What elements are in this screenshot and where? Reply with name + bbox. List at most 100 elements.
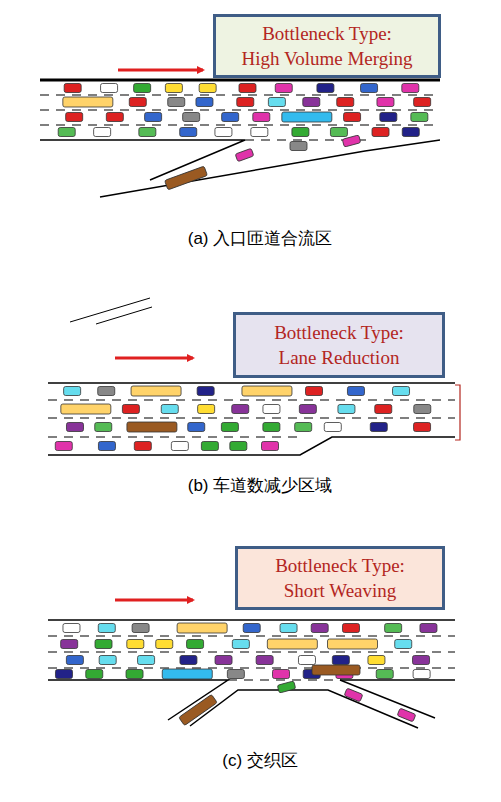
vehicle [298, 656, 315, 665]
vehicle [324, 423, 341, 432]
vehicle [199, 84, 216, 93]
vehicle [165, 166, 208, 190]
road-a [40, 80, 440, 197]
vehicle [58, 128, 75, 137]
vehicle [129, 98, 146, 107]
vehicle [180, 656, 197, 665]
vehicle [131, 386, 181, 396]
vehicle [138, 656, 155, 665]
vehicle [55, 442, 72, 451]
vehicle [145, 113, 162, 122]
vehicle [95, 423, 112, 432]
vehicle [253, 113, 270, 122]
caption: (c) 交织区 [222, 749, 298, 772]
vehicle [177, 623, 227, 633]
vehicle [380, 113, 397, 122]
flow-arrow [115, 357, 193, 360]
vehicle [215, 656, 232, 665]
vehicle [215, 128, 232, 137]
vehicle [127, 640, 144, 649]
vehicle [303, 98, 320, 107]
vehicle [251, 128, 268, 137]
vehicle [414, 423, 431, 432]
vehicle [268, 98, 285, 107]
vehicle [98, 442, 115, 451]
box-heading: Bottleneck Type: [224, 21, 430, 46]
vehicle [337, 98, 354, 107]
vehicle [330, 128, 347, 137]
vehicle [197, 387, 214, 396]
vehicle [282, 112, 332, 122]
vehicle [292, 128, 309, 137]
vehicle [338, 405, 355, 414]
vehicle [377, 98, 394, 107]
vehicles [55, 84, 437, 726]
bottleneck-type: High Volume Merging [224, 46, 430, 71]
caption: (a) 入口匝道合流区 [188, 227, 333, 250]
vehicle [342, 135, 360, 147]
vehicle [280, 624, 297, 633]
vehicle [393, 387, 410, 396]
vehicle [227, 670, 244, 679]
vehicle [232, 405, 249, 414]
bottleneck-box: Bottleneck Type:Short Weaving [235, 546, 445, 610]
vehicle [411, 113, 428, 122]
vehicle [347, 387, 364, 396]
box-heading: Bottleneck Type: [246, 553, 434, 578]
vehicle [413, 670, 430, 679]
vehicle [385, 624, 402, 633]
vehicle [290, 142, 307, 151]
vehicle [277, 681, 295, 693]
vehicle [179, 694, 218, 725]
caption: (b) 车道数减少区域 [188, 474, 333, 497]
vehicle [222, 113, 239, 122]
vehicle [376, 670, 393, 679]
vehicle [221, 423, 238, 432]
vehicle [106, 113, 123, 122]
vehicle [242, 386, 292, 396]
vehicle [187, 640, 204, 649]
vehicle [328, 639, 378, 649]
box-heading: Bottleneck Type: [244, 320, 434, 345]
vehicle [66, 656, 83, 665]
vehicle [188, 423, 205, 432]
vehicle [232, 640, 249, 649]
bottleneck-box: Bottleneck Type:High Volume Merging [213, 14, 441, 78]
vehicle [267, 639, 317, 649]
vehicle [196, 98, 213, 107]
road-c [48, 620, 455, 728]
vehicle [372, 128, 389, 137]
vehicle [134, 84, 151, 93]
vehicle [420, 624, 437, 633]
bottleneck-type: Lane Reduction [244, 345, 434, 370]
vehicle [63, 624, 80, 633]
vehicle [295, 423, 312, 432]
vehicle [342, 624, 359, 633]
flow-arrow [115, 599, 193, 602]
vehicle [414, 405, 431, 414]
vehicle [275, 84, 292, 93]
vehicle [156, 640, 173, 649]
vehicle [95, 640, 112, 649]
vehicle [317, 84, 334, 93]
flow-arrow [118, 69, 203, 72]
vehicle [344, 688, 363, 702]
vehicle [397, 708, 416, 722]
vehicle [312, 665, 360, 675]
vehicle [64, 84, 81, 93]
vehicle [101, 84, 118, 93]
vehicle [263, 405, 280, 414]
vehicle [413, 656, 430, 665]
vehicle [180, 128, 197, 137]
vehicle [168, 98, 185, 107]
vehicle [122, 405, 139, 414]
vehicle [61, 404, 111, 414]
vehicle [86, 670, 103, 679]
vehicle [64, 387, 81, 396]
bottleneck-type: Short Weaving [246, 578, 434, 603]
vehicle [139, 128, 156, 137]
vehicle [402, 84, 419, 93]
vehicle [256, 656, 273, 665]
vehicle [66, 113, 83, 122]
